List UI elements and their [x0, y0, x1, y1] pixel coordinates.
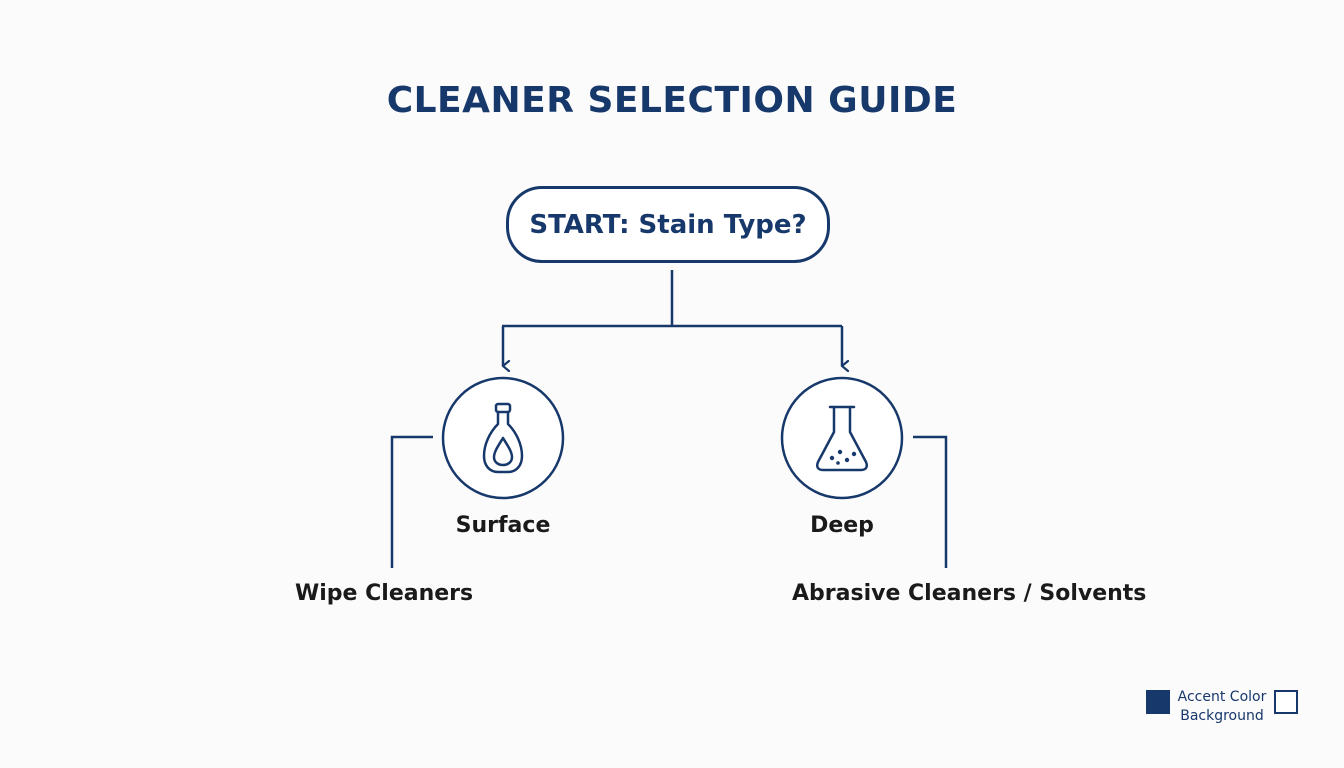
background-swatch [1274, 690, 1298, 714]
deep-result-connector [913, 435, 948, 568]
accent-color-swatch [1146, 690, 1170, 714]
surface-node [441, 376, 565, 500]
accent-color-label: Accent Color [1177, 689, 1267, 705]
deep-label: Deep [810, 513, 874, 538]
deep-node [780, 376, 904, 500]
surface-result-connector [390, 435, 433, 568]
surface-label: Surface [455, 513, 551, 538]
abrasive-cleaners-result: Abrasive Cleaners / Solvents [792, 581, 1147, 606]
background-label: Background [1180, 708, 1264, 724]
wipe-cleaners-result: Wipe Cleaners [295, 581, 474, 606]
color-legend: Accent Color Background [1146, 688, 1306, 728]
start-node-label: START: Stain Type? [529, 209, 807, 240]
diagram-title: CLEANER SELECTION GUIDE [386, 80, 958, 121]
flask-icon [815, 405, 869, 472]
start-node: START: Stain Type? [506, 186, 830, 263]
bottle-icon [482, 402, 524, 474]
